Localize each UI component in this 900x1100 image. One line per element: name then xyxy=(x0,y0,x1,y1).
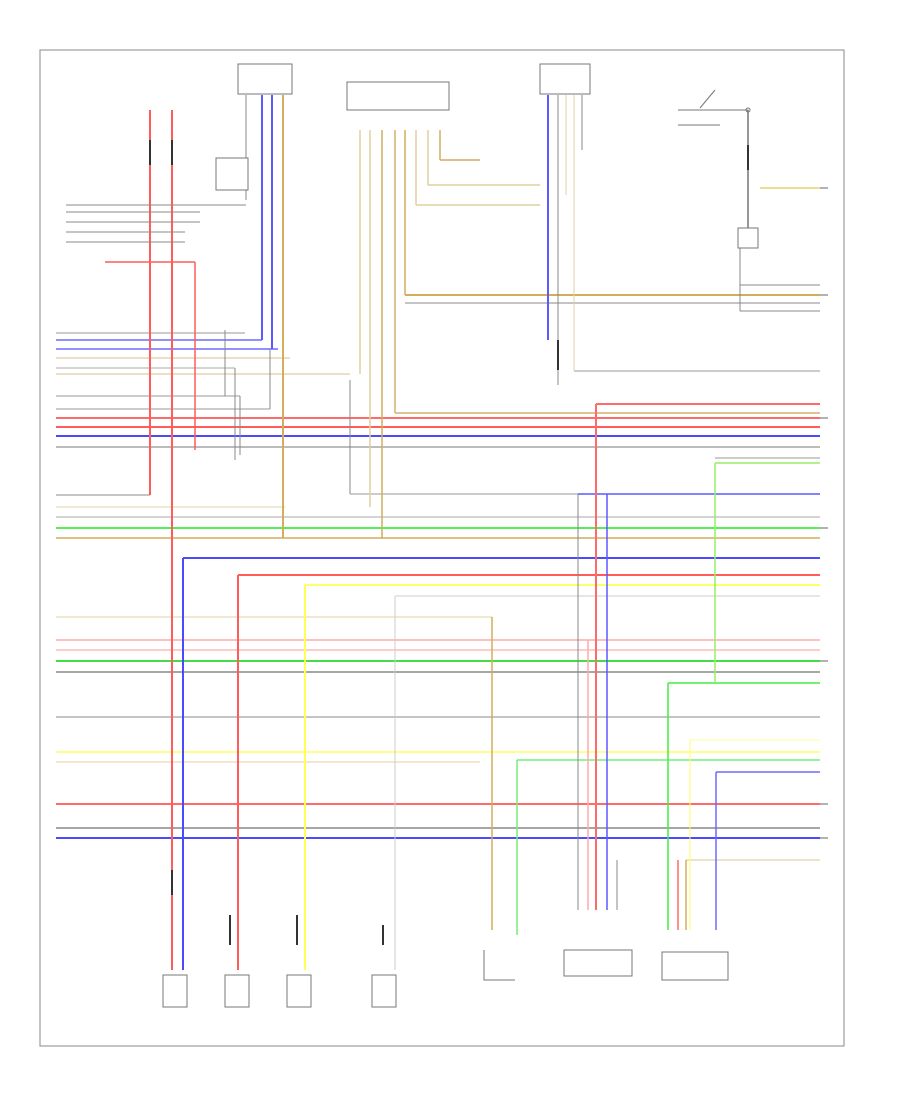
throttle-position-sensor xyxy=(661,951,729,981)
switch-contact xyxy=(745,107,751,113)
fuel-injector-4 xyxy=(371,974,397,1008)
top-connector-b xyxy=(346,81,450,111)
switch-line-2 xyxy=(699,89,716,109)
bottom-components xyxy=(162,949,729,1008)
splice-right xyxy=(737,227,759,249)
diagram-frame xyxy=(39,49,845,1047)
ignition-switch xyxy=(678,89,751,126)
horizontal-wires xyxy=(56,187,820,861)
map-sensor xyxy=(563,949,633,977)
terminal-stubs xyxy=(820,187,828,839)
pin-markers xyxy=(149,140,749,945)
knock-sensor xyxy=(483,950,515,981)
fuel-injector-3 xyxy=(286,974,312,1008)
top-connector-a xyxy=(237,63,293,95)
fuel-injector-1 xyxy=(162,974,188,1008)
vertical-wires xyxy=(149,95,820,970)
relay-left xyxy=(215,157,249,191)
fuel-injector-2 xyxy=(224,974,250,1008)
left-relay-group xyxy=(66,157,249,460)
top-connector-c xyxy=(539,63,591,95)
